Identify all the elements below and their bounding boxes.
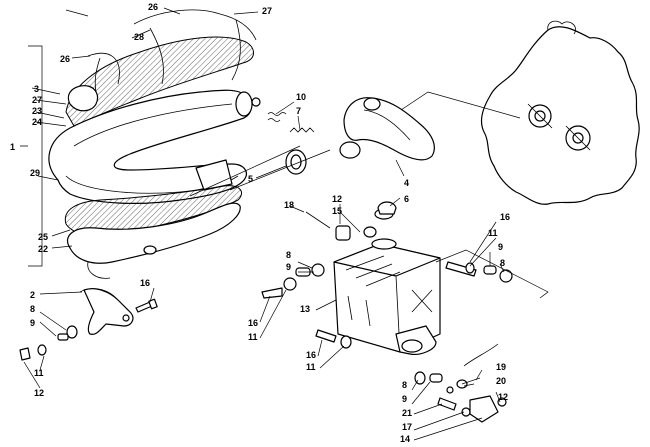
callout-8-left: 8 bbox=[30, 304, 35, 314]
callout-9-left: 9 bbox=[30, 318, 35, 328]
callout-9-center: 9 bbox=[286, 262, 291, 272]
callout-15: 15 bbox=[332, 206, 342, 216]
callout-12-lower: 12 bbox=[498, 392, 508, 402]
callout-20: 20 bbox=[496, 376, 506, 386]
callout-16-right: 16 bbox=[500, 212, 510, 222]
callout-9-lower: 9 bbox=[402, 394, 407, 404]
callout-18: 18 bbox=[284, 200, 294, 210]
silencer bbox=[333, 208, 441, 355]
callout-16-center: 16 bbox=[248, 318, 258, 328]
callout-22: 22 bbox=[38, 244, 48, 254]
callout-26-top: 26 bbox=[148, 2, 158, 12]
callout-17: 17 bbox=[402, 422, 412, 432]
lower-heat-shield bbox=[64, 185, 242, 279]
callout-25: 25 bbox=[38, 232, 48, 242]
callout-16-left: 16 bbox=[140, 278, 150, 288]
callout-7: 7 bbox=[296, 106, 301, 116]
callout-29: 29 bbox=[30, 168, 40, 178]
callout-1: 1 bbox=[10, 142, 15, 152]
callout-11-bottom: 11 bbox=[306, 362, 316, 372]
callout-11-center: 11 bbox=[248, 332, 258, 342]
callout-26-left: 26 bbox=[60, 54, 70, 64]
callout-5: 5 bbox=[248, 174, 253, 184]
callout-23: 23 bbox=[32, 106, 42, 116]
callout-3: 3 bbox=[34, 84, 39, 94]
part-labels: 1 2 3 4 5 6 7 8 8 8 8 9 9 9 9 10 11 11 1… bbox=[10, 2, 510, 444]
upper-heat-shield bbox=[65, 36, 254, 127]
retaining-chains bbox=[87, 9, 257, 93]
callout-4: 4 bbox=[404, 178, 409, 188]
callout-8-lower: 8 bbox=[402, 380, 407, 390]
callout-12-center: 12 bbox=[332, 194, 342, 204]
callout-21: 21 bbox=[402, 408, 412, 418]
exhaust-springs bbox=[251, 97, 315, 133]
callout-28: 28 bbox=[134, 32, 144, 42]
bracket-15-and-bolt-18 bbox=[305, 211, 377, 241]
expansion-chamber bbox=[48, 89, 253, 204]
pipe-gasket bbox=[285, 149, 307, 175]
bolt-16-right bbox=[445, 261, 513, 283]
callout-16-bottom: 16 bbox=[306, 350, 316, 360]
callout-19: 19 bbox=[496, 362, 506, 372]
callout-2: 2 bbox=[30, 290, 35, 300]
right-reference-line bbox=[435, 249, 549, 299]
bolt-16-left bbox=[135, 298, 158, 313]
exhaust-pipe bbox=[339, 97, 435, 161]
callout-11-left: 11 bbox=[34, 368, 44, 378]
lower-right-hardware bbox=[414, 343, 507, 423]
callout-8-center: 8 bbox=[286, 250, 291, 260]
leader-lines bbox=[20, 7, 505, 441]
engine-outline bbox=[480, 20, 640, 205]
callout-12-left: 12 bbox=[34, 388, 44, 398]
callout-9-right: 9 bbox=[498, 242, 503, 252]
callout-10: 10 bbox=[296, 92, 306, 102]
silencer-grommets bbox=[261, 263, 325, 299]
callout-6: 6 bbox=[404, 194, 409, 204]
callout-27-top: 27 bbox=[262, 6, 272, 16]
callout-14: 14 bbox=[400, 434, 410, 444]
callout-13: 13 bbox=[300, 304, 310, 314]
pipe-reference-line bbox=[189, 145, 331, 197]
grommet-stack-left bbox=[19, 325, 78, 361]
callout-11-right: 11 bbox=[488, 228, 498, 238]
callout-8-right: 8 bbox=[500, 258, 505, 268]
mounting-bracket bbox=[79, 288, 134, 335]
callout-27-left: 27 bbox=[32, 95, 42, 105]
callout-24: 24 bbox=[32, 117, 42, 127]
bolt-16-center bbox=[315, 329, 352, 349]
